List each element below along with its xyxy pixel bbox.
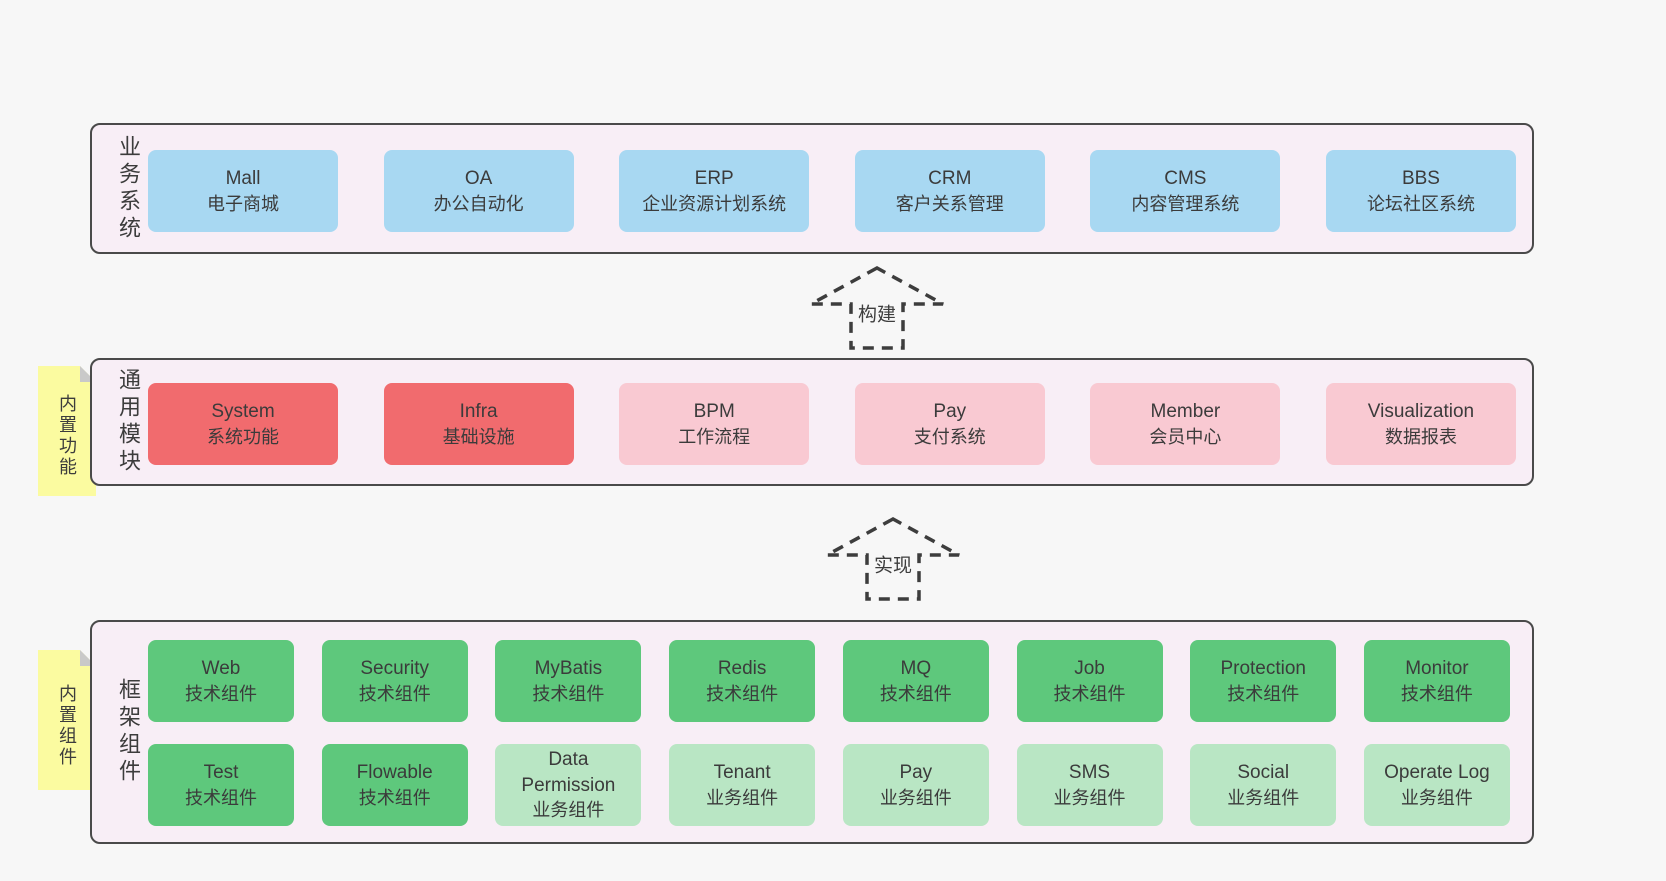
- arrow-label-build: 构建: [854, 298, 900, 328]
- box-cms: CMS 内容管理系统: [1090, 150, 1281, 232]
- dashed-up-arrow-build: 构建: [809, 266, 945, 350]
- sticky-note-label: 内置功能: [57, 394, 77, 479]
- box-web: Web 技术组件: [148, 640, 294, 722]
- box-mall: Mall 电子商城: [148, 150, 338, 232]
- arrow-label-implement: 实现: [870, 549, 916, 579]
- box-redis: Redis 技术组件: [669, 640, 816, 722]
- box-pay-component: Pay 业务组件: [842, 744, 989, 826]
- box-mybatis: MyBatis 技术组件: [495, 640, 642, 722]
- box-data-permission: Data Permission 业务组件: [495, 744, 642, 826]
- components-box-row-2: Test 技术组件 Flowable 技术组件 Data Permission …: [148, 744, 1510, 826]
- layer-label-modules: 通用模块: [116, 368, 141, 476]
- box-social: Social 业务组件: [1190, 744, 1337, 826]
- box-bpm: BPM 工作流程: [619, 383, 810, 465]
- box-monitor: Monitor 技术组件: [1363, 640, 1510, 722]
- dashed-up-arrow-implement: 实现: [825, 517, 961, 601]
- sticky-note-builtin-components: 内置组件: [38, 650, 96, 790]
- components-box-row-1: Web 技术组件 Security 技术组件 MyBatis 技术组件 Redi…: [148, 640, 1510, 722]
- box-test: Test 技术组件: [148, 744, 294, 826]
- up-arrow-icon: [810, 266, 944, 350]
- modules-box-row: System 系统功能 Infra 基础设施 BPM 工作流程 Pay 支付系统…: [148, 383, 1516, 465]
- box-tenant: Tenant 业务组件: [669, 744, 816, 826]
- box-member: Member 会员中心: [1090, 383, 1281, 465]
- box-protection: Protection 技术组件: [1190, 640, 1337, 722]
- box-system: System 系统功能: [148, 383, 338, 465]
- box-oa: OA 办公自动化: [383, 150, 574, 232]
- box-erp: ERP 企业资源计划系统: [619, 150, 810, 232]
- panel-framework-components: 框架组件 Web 技术组件 Security 技术组件 MyBatis 技术组件…: [90, 620, 1534, 844]
- box-flowable: Flowable 技术组件: [321, 744, 468, 826]
- box-visualization: Visualization 数据报表: [1325, 383, 1516, 465]
- layer-label-business: 业务系统: [116, 134, 141, 243]
- box-crm: CRM 客户关系管理: [854, 150, 1045, 232]
- box-operate-log: Operate Log 业务组件: [1363, 744, 1510, 826]
- layer-label-components: 框架组件: [116, 678, 141, 786]
- box-bbs: BBS 论坛社区系统: [1325, 150, 1516, 232]
- box-job: Job 技术组件: [1016, 640, 1163, 722]
- box-mq: MQ 技术组件: [842, 640, 989, 722]
- panel-common-modules: 通用模块 System 系统功能 Infra 基础设施 BPM 工作流程 Pay…: [90, 358, 1534, 486]
- up-arrow-icon: [826, 517, 960, 601]
- box-sms: SMS 业务组件: [1016, 744, 1163, 826]
- box-infra: Infra 基础设施: [383, 383, 574, 465]
- box-pay-module: Pay 支付系统: [854, 383, 1045, 465]
- business-box-row: Mall 电子商城 OA 办公自动化 ERP 企业资源计划系统 CRM 客户关系…: [148, 150, 1516, 232]
- panel-business-systems: 业务系统 Mall 电子商城 OA 办公自动化 ERP 企业资源计划系统 CRM…: [90, 123, 1534, 254]
- box-security: Security 技术组件: [321, 640, 468, 722]
- sticky-note-label: 内置组件: [57, 683, 77, 768]
- sticky-note-builtin-features: 内置功能: [38, 366, 96, 496]
